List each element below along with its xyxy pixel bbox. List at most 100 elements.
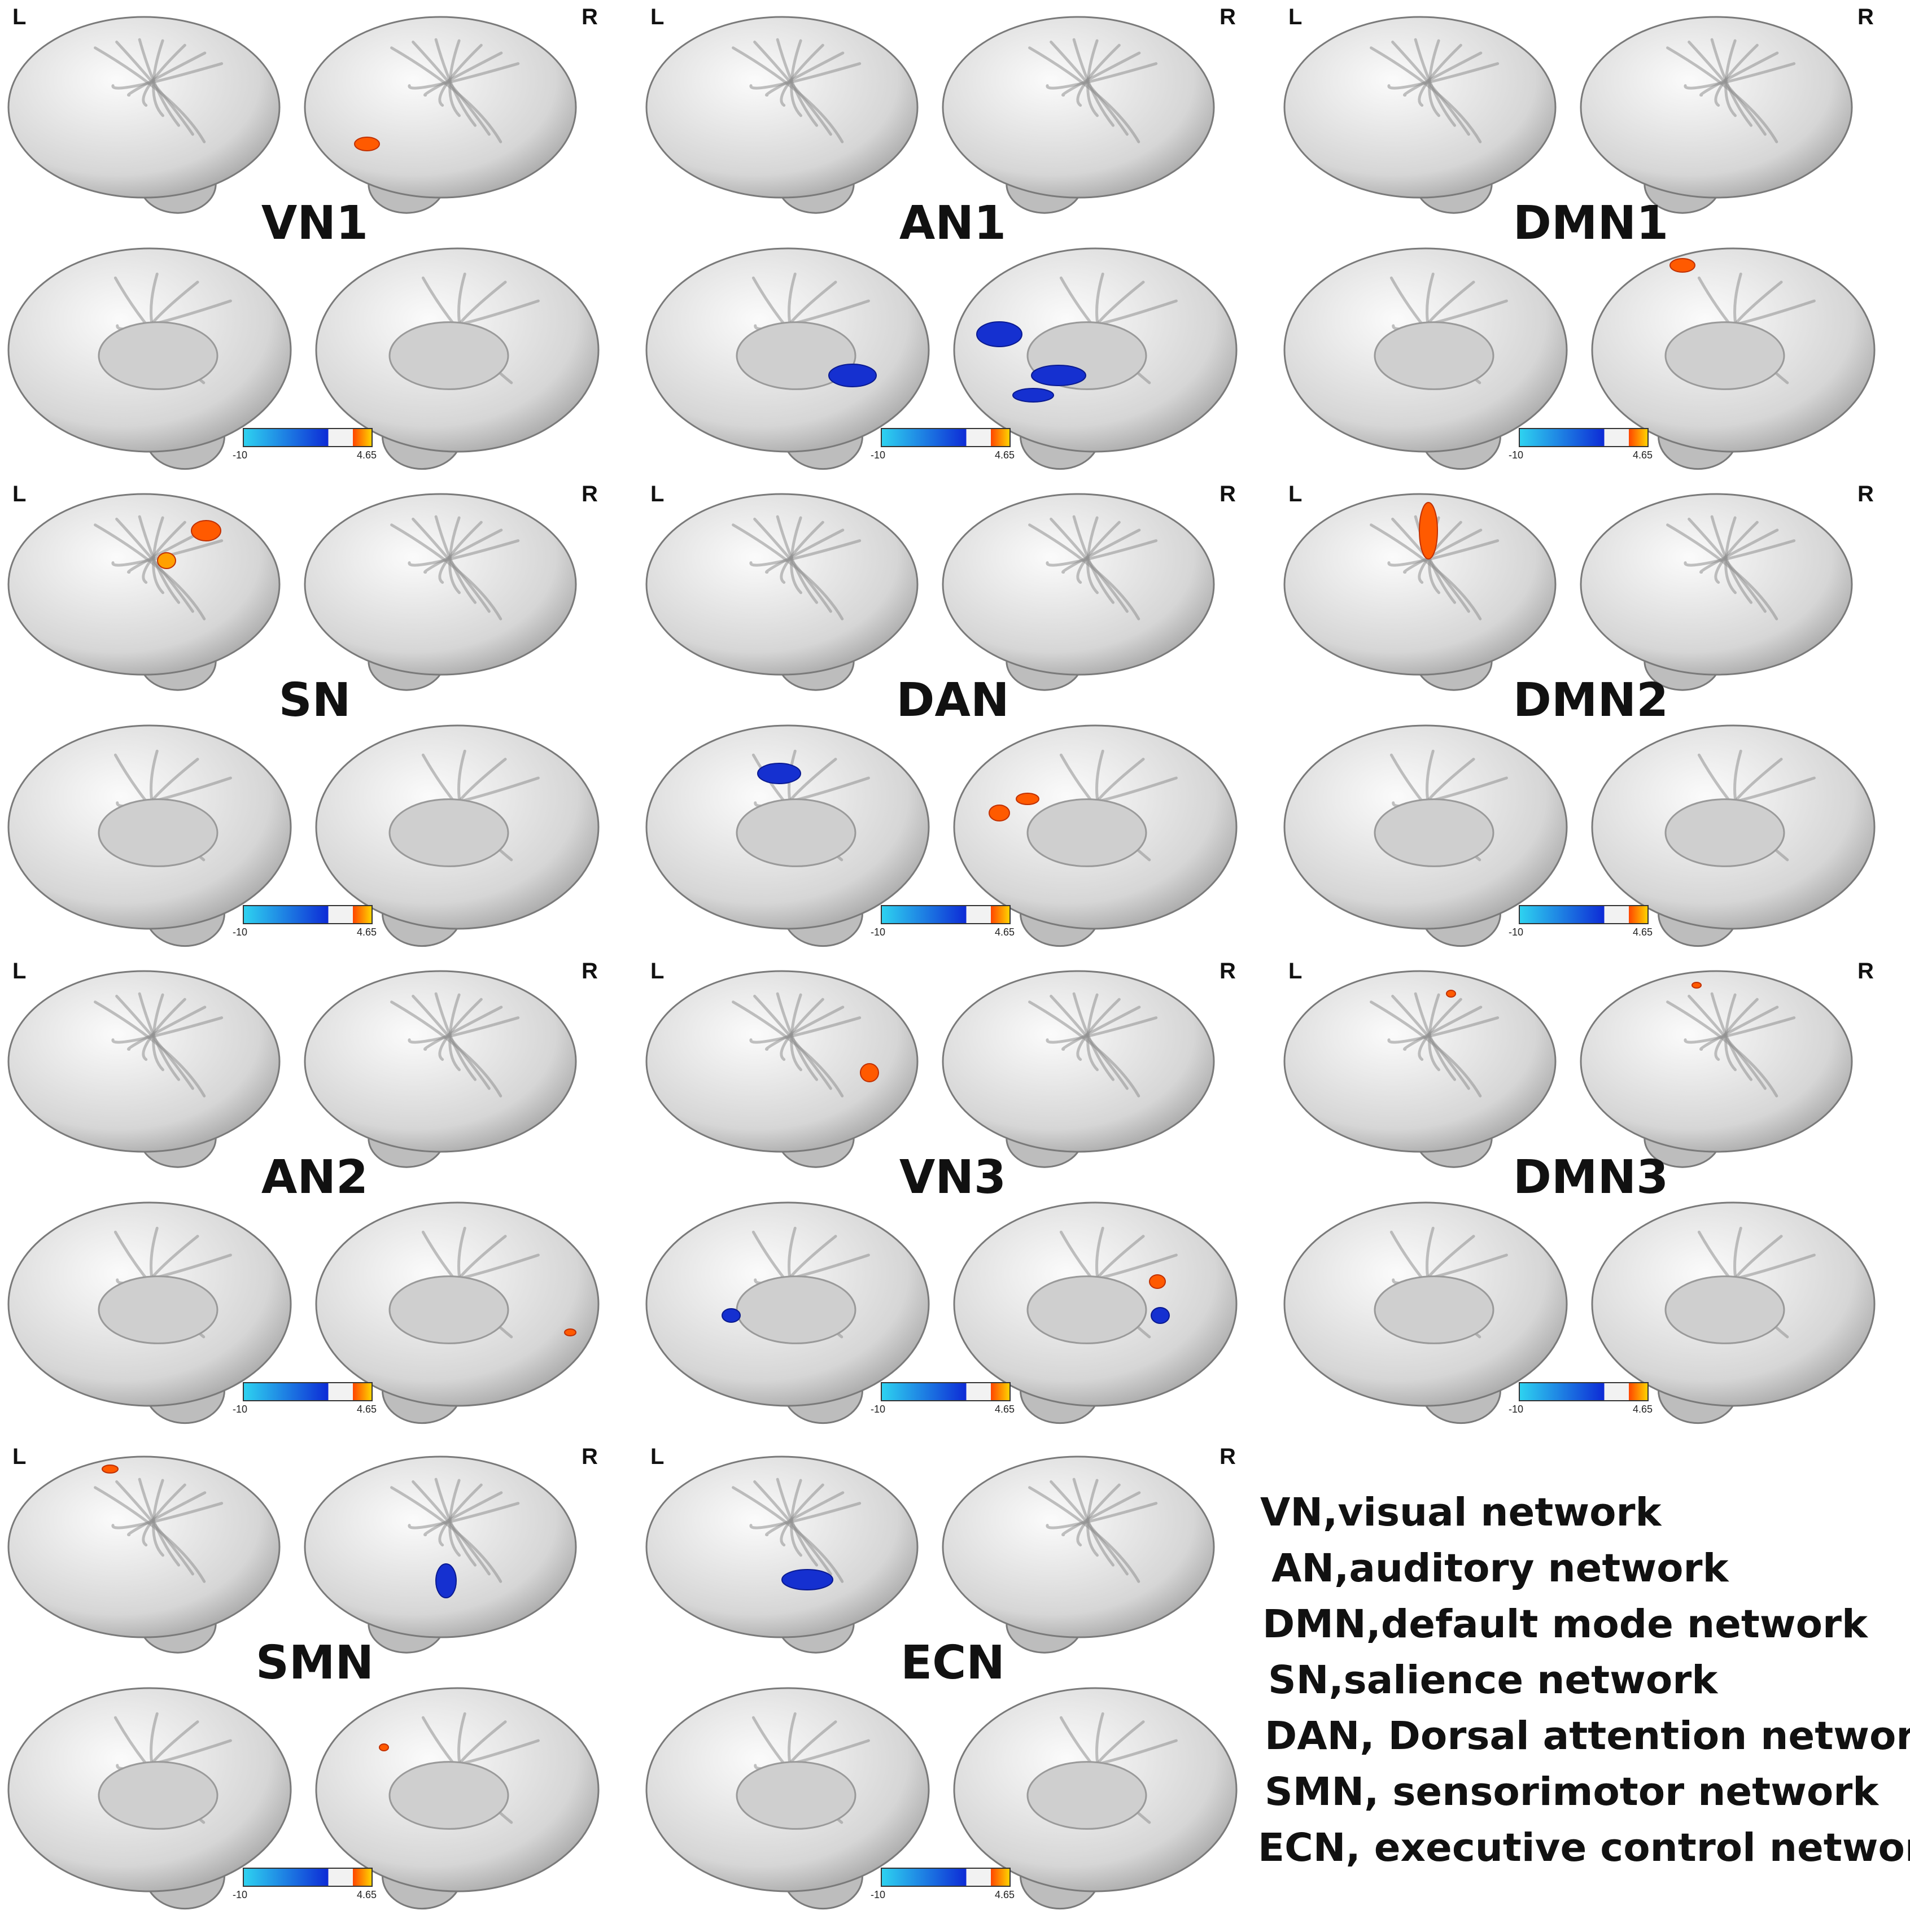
right-medial-brain-view xyxy=(315,247,600,470)
positive-activation-cluster xyxy=(1669,258,1695,273)
sulcus-line xyxy=(1028,523,1140,620)
colorbar-min-label: -10 xyxy=(233,1889,248,1900)
negative-activation-cluster xyxy=(1012,388,1054,403)
sulcus-line xyxy=(142,43,186,107)
brain-surface-views xyxy=(645,970,1238,1424)
sulcus-line xyxy=(111,1502,224,1529)
sulcus-line xyxy=(438,998,483,1061)
legend-line-vn: VN,visual network xyxy=(1260,1490,1662,1535)
medial-wall-region xyxy=(388,798,509,867)
network-title: ECN xyxy=(901,1636,1005,1690)
colorbar-gradient xyxy=(1519,905,1649,924)
colorbar-gradient xyxy=(1519,428,1649,447)
left-medial-brain-view xyxy=(7,724,292,947)
medial-wall-region xyxy=(736,1275,856,1344)
legend-line-ecn: ECN, executive control networ xyxy=(1258,1825,1910,1870)
right-hemisphere-label: R xyxy=(1220,1444,1236,1469)
sulcus-line xyxy=(1028,1486,1140,1583)
colorbar-min-label: -10 xyxy=(1509,1404,1524,1415)
colorbar xyxy=(243,1868,373,1887)
left-hemisphere-label: L xyxy=(650,959,665,984)
sulcus-line xyxy=(1666,46,1778,143)
colorbar-max-label: 4.65 xyxy=(1633,449,1653,461)
sulcus-line xyxy=(423,51,503,97)
cortex-surface xyxy=(645,493,919,676)
sulcus-line xyxy=(1714,521,1759,584)
positive-activation-cluster xyxy=(1149,1274,1166,1289)
sulcus-line xyxy=(1370,523,1482,620)
left-lateral-brain-view xyxy=(645,970,919,1168)
right-hemisphere-label: R xyxy=(582,5,598,29)
sulcus-line xyxy=(1046,62,1158,90)
right-hemisphere-label: R xyxy=(582,1444,598,1469)
sulcus-line xyxy=(142,521,186,584)
medial-wall-region xyxy=(1374,798,1494,867)
right-hemisphere-label: R xyxy=(1857,5,1874,29)
negative-activation-cluster xyxy=(435,1563,457,1598)
sulcus-line xyxy=(111,539,224,567)
sulcus-line xyxy=(142,1483,186,1547)
brain-surface-views xyxy=(7,970,600,1424)
left-lateral-brain-view xyxy=(7,16,281,214)
sulcus-line xyxy=(1403,51,1483,97)
colorbar-min-label: -10 xyxy=(871,1889,886,1900)
right-medial-brain-view xyxy=(315,1687,600,1910)
right-hemisphere-label: R xyxy=(582,959,598,984)
left-lateral-brain-view xyxy=(1283,970,1557,1168)
left-lateral-brain-view xyxy=(645,16,919,214)
right-lateral-brain-view xyxy=(304,16,577,214)
left-hemisphere-label: L xyxy=(1288,5,1303,29)
positive-activation-cluster xyxy=(1016,793,1039,805)
left-hemisphere-label: L xyxy=(12,5,27,29)
cortex-surface xyxy=(942,493,1215,676)
colorbar-gradient xyxy=(881,1868,1011,1887)
brain-surface-views xyxy=(1283,493,1876,947)
colorbar-gradient xyxy=(243,905,373,924)
sulcus-line xyxy=(1684,539,1796,567)
left-lateral-brain-view xyxy=(7,970,281,1168)
cortex-surface xyxy=(304,16,577,199)
colorbar xyxy=(1519,905,1649,924)
sulcus-line xyxy=(1666,1000,1778,1098)
colorbar xyxy=(881,1382,1011,1401)
left-medial-brain-view xyxy=(7,1201,292,1424)
sulcus-line xyxy=(1684,1016,1796,1044)
sulcus-line xyxy=(438,43,483,107)
medial-wall-region xyxy=(98,798,218,867)
sulcus-line xyxy=(127,1491,207,1537)
legend-line-dan: DAN, Dorsal attention networ xyxy=(1265,1714,1910,1759)
colorbar-max-label: 4.65 xyxy=(1633,926,1653,938)
brain-surface-views xyxy=(645,493,1238,947)
sulcus-line xyxy=(1418,521,1462,584)
sulcus-line xyxy=(1403,528,1483,574)
colorbar-min-label: -10 xyxy=(1509,449,1524,461)
sulcus-line xyxy=(1684,62,1796,90)
sulcus-line xyxy=(749,1502,862,1529)
positive-activation-cluster xyxy=(354,137,380,151)
sulcus-line xyxy=(390,46,502,143)
colorbar xyxy=(1519,428,1649,447)
left-medial-brain-view xyxy=(1283,1201,1568,1424)
negative-activation-cluster xyxy=(976,321,1022,347)
sulcus-line xyxy=(1028,1000,1140,1098)
sulcus-line xyxy=(732,1000,844,1098)
right-lateral-brain-view xyxy=(942,16,1215,214)
sulcus-line xyxy=(408,1502,520,1529)
positive-activation-cluster xyxy=(191,520,221,541)
sulcus-line xyxy=(1699,51,1779,97)
sulcus-line xyxy=(780,1483,824,1547)
sulcus-line xyxy=(780,521,824,584)
colorbar-max-label: 4.65 xyxy=(357,926,377,938)
right-hemisphere-label: R xyxy=(1220,482,1236,506)
medial-wall-region xyxy=(1374,321,1494,390)
colorbar-gradient xyxy=(881,905,1011,924)
colorbar xyxy=(881,428,1011,447)
abbreviation-legend: VN,visual network AN,auditory network DM… xyxy=(1258,1485,1910,1876)
left-medial-brain-view xyxy=(645,1687,930,1910)
left-medial-brain-view xyxy=(1283,724,1568,947)
sulcus-line xyxy=(408,1016,520,1044)
colorbar-max-label: 4.65 xyxy=(357,449,377,461)
